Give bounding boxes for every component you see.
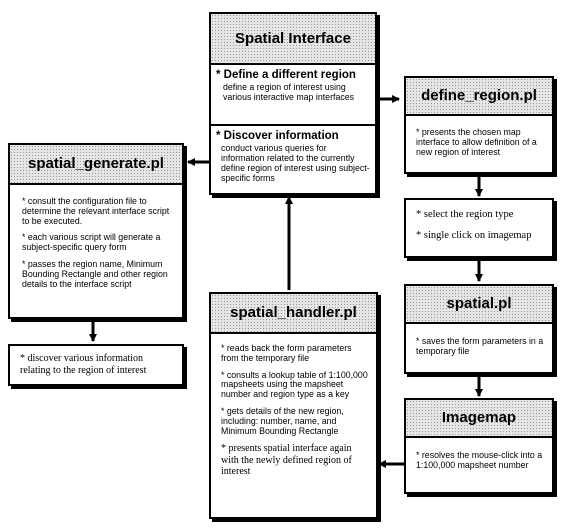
single-click-imagemap: * single click on imagemap xyxy=(416,230,532,241)
discover-section: * Discover information conduct various q… xyxy=(211,130,375,183)
discover-desc: conduct various queries for information … xyxy=(221,143,370,183)
handler-item-3: * gets details of the new region, includ… xyxy=(221,405,344,436)
handler-item-4: * presents spatial interface again with … xyxy=(221,443,352,478)
select-region-box: * select the region type * single click … xyxy=(404,198,554,258)
imagemap-title: Imagemap xyxy=(406,400,552,438)
discover-heading: * Discover information xyxy=(216,130,339,142)
define-region-box: define_region.pl * presents the chosen m… xyxy=(404,76,554,174)
handler-item-2: * consults a lookup table of 1:100,000 m… xyxy=(221,369,368,400)
spatial-pl-title: spatial.pl xyxy=(406,286,552,324)
define-region-desc: define a region of interest using variou… xyxy=(223,82,355,102)
select-region-type: * select the region type xyxy=(416,209,514,220)
discover-info-box: * discover various information relating … xyxy=(8,344,184,386)
define-region-section: * Define a different region define a reg… xyxy=(211,69,375,126)
spatial-generate-list: * consult the configuration file to dete… xyxy=(10,185,182,289)
spatial-interface-box: Spatial Interface * Define a different r… xyxy=(209,12,377,195)
handler-item-1: * reads back the form parameters from th… xyxy=(221,343,352,363)
generate-item-2: * each various script will generate a su… xyxy=(22,232,161,253)
spatial-handler-title: spatial_handler.pl xyxy=(211,294,376,334)
spatial-generate-box: spatial_generate.pl * consult the config… xyxy=(8,143,184,319)
generate-item-1: * consult the configuration file to dete… xyxy=(22,196,170,226)
discover-info-text: * discover various information relating … xyxy=(20,353,147,376)
define-region-heading: * Define a different region xyxy=(216,69,356,81)
spatial-generate-title: spatial_generate.pl xyxy=(10,145,182,185)
spatial-pl-box: spatial.pl * saves the form parameters i… xyxy=(404,284,554,374)
spatial-pl-text: * saves the form parameters in a tempora… xyxy=(416,336,544,356)
define-region-text: * presents the chosen map interface to a… xyxy=(416,127,537,157)
spatial-handler-list: * reads back the form parameters from th… xyxy=(211,334,376,478)
spatial-handler-box: spatial_handler.pl * reads back the form… xyxy=(209,292,378,519)
define-region-title: define_region.pl xyxy=(406,78,552,116)
spatial-interface-title: Spatial Interface xyxy=(211,14,375,65)
imagemap-text: * resolves the mouse-click into a 1:100,… xyxy=(416,450,543,470)
generate-item-3: * passes the region name, Minimum Boundi… xyxy=(22,258,168,289)
imagemap-box: Imagemap * resolves the mouse-click into… xyxy=(404,398,554,494)
